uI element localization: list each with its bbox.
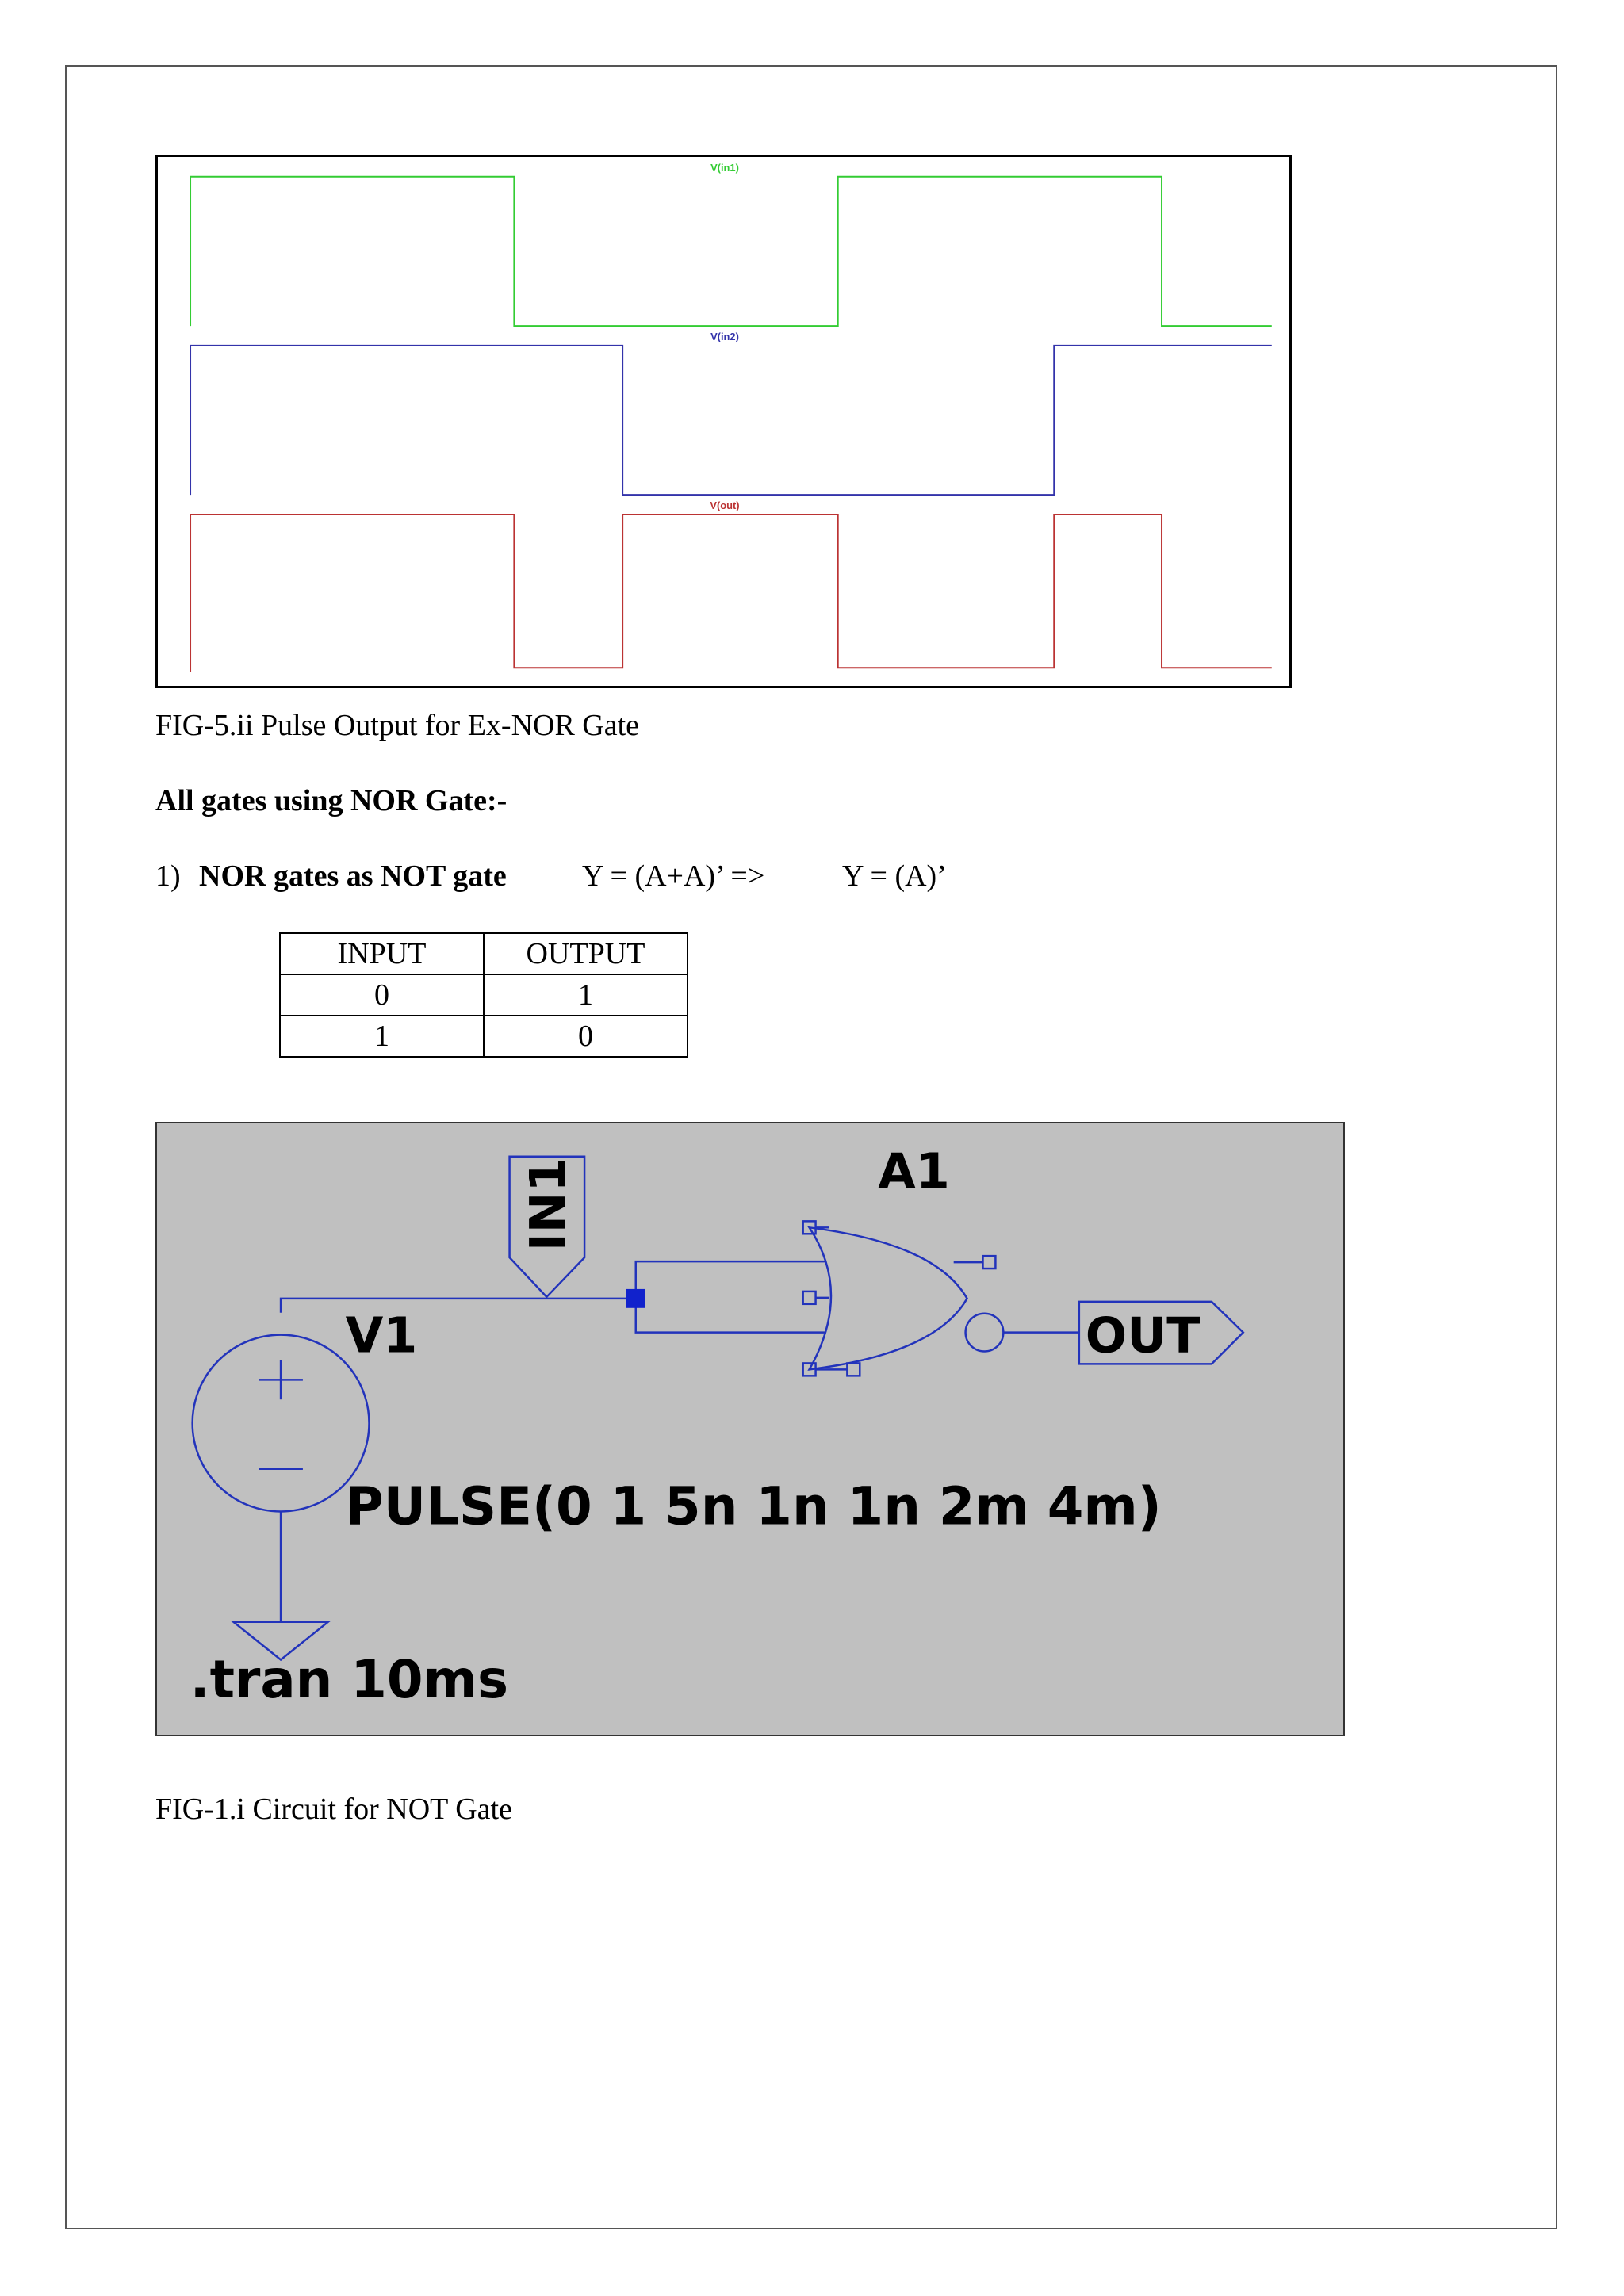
truth-table: INPUT OUTPUT 0 1 1 0: [279, 932, 688, 1058]
nor-gate-body: [807, 1226, 969, 1371]
table-cell: 0: [279, 974, 485, 1016]
table-cell: 1: [483, 974, 688, 1016]
wave-label-in2: V(in2): [710, 331, 739, 342]
wave-label-in1: V(in1): [710, 162, 739, 174]
out-label: OUT: [1086, 1307, 1201, 1364]
in1-net-flag: [508, 1155, 586, 1299]
item-equation-1: Y = (A+A)’ =>: [582, 859, 765, 893]
pulse-directive: PULSE(0 1 5n 1n 1n 2m 4m): [346, 1476, 1162, 1536]
gate-label-a1: A1: [878, 1143, 950, 1200]
table-cell: 0: [483, 1015, 688, 1058]
pin-box: [846, 1362, 861, 1377]
in1-label: IN1: [519, 1158, 576, 1251]
fig1-caption: FIG-1.i Circuit for NOT Gate: [155, 1793, 512, 1826]
wave-in1: [190, 175, 1272, 327]
schematic-svg: IN1 A1 V1 OUT PULSE(0 1 5n 1n 1n 2m 4m) …: [190, 1143, 1245, 1710]
table-header-row: INPUT OUTPUT: [279, 932, 688, 975]
nor-inversion-bubble: [964, 1312, 1005, 1353]
wave-out: [190, 513, 1272, 672]
item-number: 1): [155, 859, 181, 893]
page-border: [65, 65, 1557, 2229]
table-header-input: INPUT: [279, 932, 485, 975]
junction-dot: [626, 1288, 645, 1308]
fig5-caption: FIG-5.ii Pulse Output for Ex-NOR Gate: [155, 709, 640, 742]
waveform-svg: V(in1) V(in2) V(out): [190, 162, 1272, 672]
wire-in-b: [634, 1298, 825, 1334]
ground-symbol: [230, 1621, 331, 1662]
table-cell: 1: [279, 1015, 485, 1058]
wave-label-out: V(out): [710, 499, 739, 511]
section-heading: All gates using NOR Gate:-: [155, 784, 508, 817]
pin-box: [982, 1254, 997, 1270]
item-equation-2: Y = (A)’: [842, 859, 947, 893]
out-net-flag: [1078, 1300, 1245, 1365]
item-title: NOR gates as NOT gate: [199, 859, 507, 893]
pin-box: [802, 1290, 817, 1306]
table-header-output: OUTPUT: [483, 932, 688, 975]
circuit-schematic: IN1 A1 V1 OUT PULSE(0 1 5n 1n 1n 2m 4m) …: [155, 1122, 1345, 1736]
source-label-v1: V1: [346, 1307, 418, 1364]
wire-in-a: [634, 1260, 825, 1299]
waveform-plot: V(in1) V(in2) V(out): [155, 155, 1292, 688]
wave-in2: [190, 344, 1272, 496]
table-row: 1 0: [279, 1015, 688, 1058]
table-row: 0 1: [279, 974, 688, 1016]
tran-directive: .tran 10ms: [190, 1650, 508, 1710]
wire-v1-top: [279, 1297, 636, 1313]
